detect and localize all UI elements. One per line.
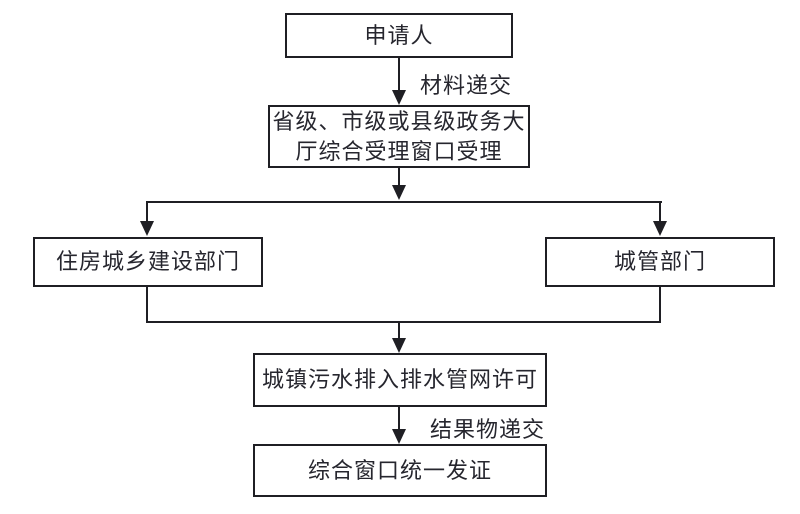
connector-branch-housing xyxy=(146,201,148,223)
edge-label-material-submit: 材料递交 xyxy=(420,73,513,98)
connector-applicant-acceptance xyxy=(398,58,400,92)
arrowhead-down-icon xyxy=(392,429,406,444)
connector-housing-merge xyxy=(146,287,148,323)
node-housing-department: 住房城乡建设部门 xyxy=(33,237,263,287)
connector-urban-merge xyxy=(659,287,661,323)
arrowhead-down-icon xyxy=(392,90,406,105)
node-sewage-discharge-permit: 城镇污水排入排水管网许可 xyxy=(253,353,547,407)
branch-horizontal-line xyxy=(147,201,662,203)
node-urban-management-department: 城管部门 xyxy=(545,237,775,287)
arrowhead-down-icon xyxy=(392,338,406,353)
edge-label-result-submit: 结果物递交 xyxy=(430,417,546,442)
connector-branch-urban xyxy=(659,201,661,223)
node-certificate-issue-window: 综合窗口统一发证 xyxy=(253,444,547,497)
arrowhead-down-icon xyxy=(140,221,154,236)
connector-merge-permit xyxy=(398,321,400,340)
node-applicant: 申请人 xyxy=(285,13,513,58)
arrowhead-down-icon xyxy=(392,185,406,200)
merge-horizontal-line xyxy=(146,321,661,323)
arrowhead-down-icon xyxy=(653,221,667,236)
connector-permit-issue xyxy=(398,407,400,431)
connector-acceptance-branch xyxy=(398,168,400,187)
node-acceptance-window: 省级、市级或县级政务大厅综合受理窗口受理 xyxy=(268,105,530,168)
